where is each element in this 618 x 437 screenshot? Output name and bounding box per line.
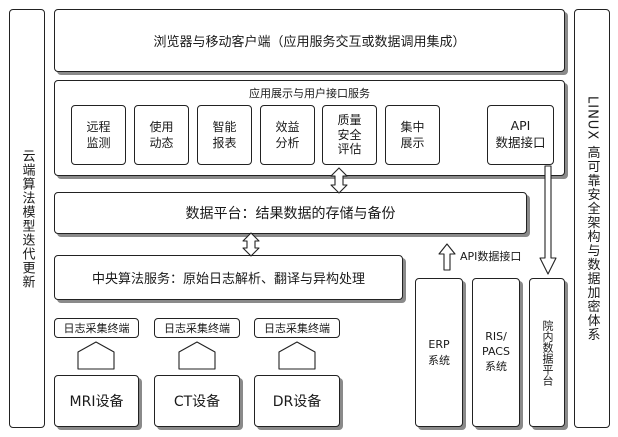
collector-label: 日志采集终端 [264, 322, 330, 335]
module-label: 质量 安全 评估 [337, 113, 362, 157]
left-bar-algorithm-iteration: 云端算法模型迭代更新 [9, 9, 45, 428]
left-bar-label: 云端算法模型迭代更新 [19, 148, 35, 289]
system-hospital-data-platform: 院内数据平台 [529, 278, 565, 427]
module-label: 智能 报表 [212, 119, 237, 150]
network-port-icon [278, 341, 316, 370]
api-link-label: API数据接口 [460, 250, 522, 263]
module-label: 使用 动态 [149, 119, 174, 150]
module-label: 远程 监测 [86, 119, 111, 150]
system-label: ERP 系统 [428, 338, 450, 367]
double-arrow-icon [242, 232, 260, 257]
module-central-display: 集中 展示 [385, 105, 440, 165]
system-label: RIS/ PACS 系统 [482, 330, 510, 373]
system-label: 院内数据平台 [541, 319, 554, 386]
data-platform-label: 数据平台：结果数据的存储与备份 [185, 206, 396, 222]
device-ct: CT设备 [154, 375, 240, 427]
device-label: DR设备 [272, 394, 322, 410]
module-smart-reports: 智能 报表 [197, 105, 252, 165]
down-arrow-icon [539, 165, 557, 275]
system-erp: ERP 系统 [415, 278, 463, 427]
log-collector-mri: 日志采集终端 [54, 318, 139, 338]
network-port-icon [178, 341, 216, 370]
central-algorithm-layer: 中央算法服务：原始日志解析、翻译与异构处理 [54, 255, 403, 300]
module-usage-dynamics: 使用 动态 [134, 105, 189, 165]
right-bar-label: LINUX 高可靠安全架构与数据加密体系 [584, 95, 600, 342]
module-api-interface: API 数据接口 [487, 105, 554, 165]
device-mri: MRI设备 [54, 375, 139, 427]
collector-label: 日志采集终端 [63, 322, 130, 335]
device-label: CT设备 [173, 394, 221, 410]
module-label: 集中 展示 [400, 119, 425, 150]
module-quality-safety: 质量 安全 评估 [322, 105, 377, 165]
client-layer: 浏览器与移动客户端（应用服务交互或数据调用集成） [54, 9, 565, 72]
data-platform-layer: 数据平台：结果数据的存储与备份 [54, 192, 527, 234]
module-label: 效益 分析 [275, 119, 300, 150]
double-arrow-icon [330, 167, 348, 194]
module-benefit-analysis: 效益 分析 [260, 105, 315, 165]
client-layer-label: 浏览器与移动客户端（应用服务交互或数据调用集成） [153, 35, 466, 50]
right-bar-security-architecture: LINUX 高可靠安全架构与数据加密体系 [574, 9, 610, 428]
log-collector-ct: 日志采集终端 [154, 318, 240, 338]
device-dr: DR设备 [254, 375, 340, 427]
collector-label: 日志采集终端 [164, 322, 230, 335]
network-port-icon [77, 341, 115, 370]
system-ris-pacs: RIS/ PACS 系统 [472, 278, 520, 427]
central-algorithm-label: 中央算法服务：原始日志解析、翻译与异构处理 [91, 272, 365, 287]
module-remote-monitoring: 远程 监测 [71, 105, 126, 165]
log-collector-dr: 日志采集终端 [254, 318, 340, 338]
api-label: API 数据接口 [495, 118, 546, 150]
up-arrow-icon [438, 243, 456, 271]
app-layer-title: 应用展示与用户接口服务 [249, 87, 370, 100]
app-service-layer: 应用展示与用户接口服务 远程 监测 使用 动态 智能 报表 效益 分析 质量 安… [54, 80, 565, 176]
device-label: MRI设备 [69, 394, 124, 410]
